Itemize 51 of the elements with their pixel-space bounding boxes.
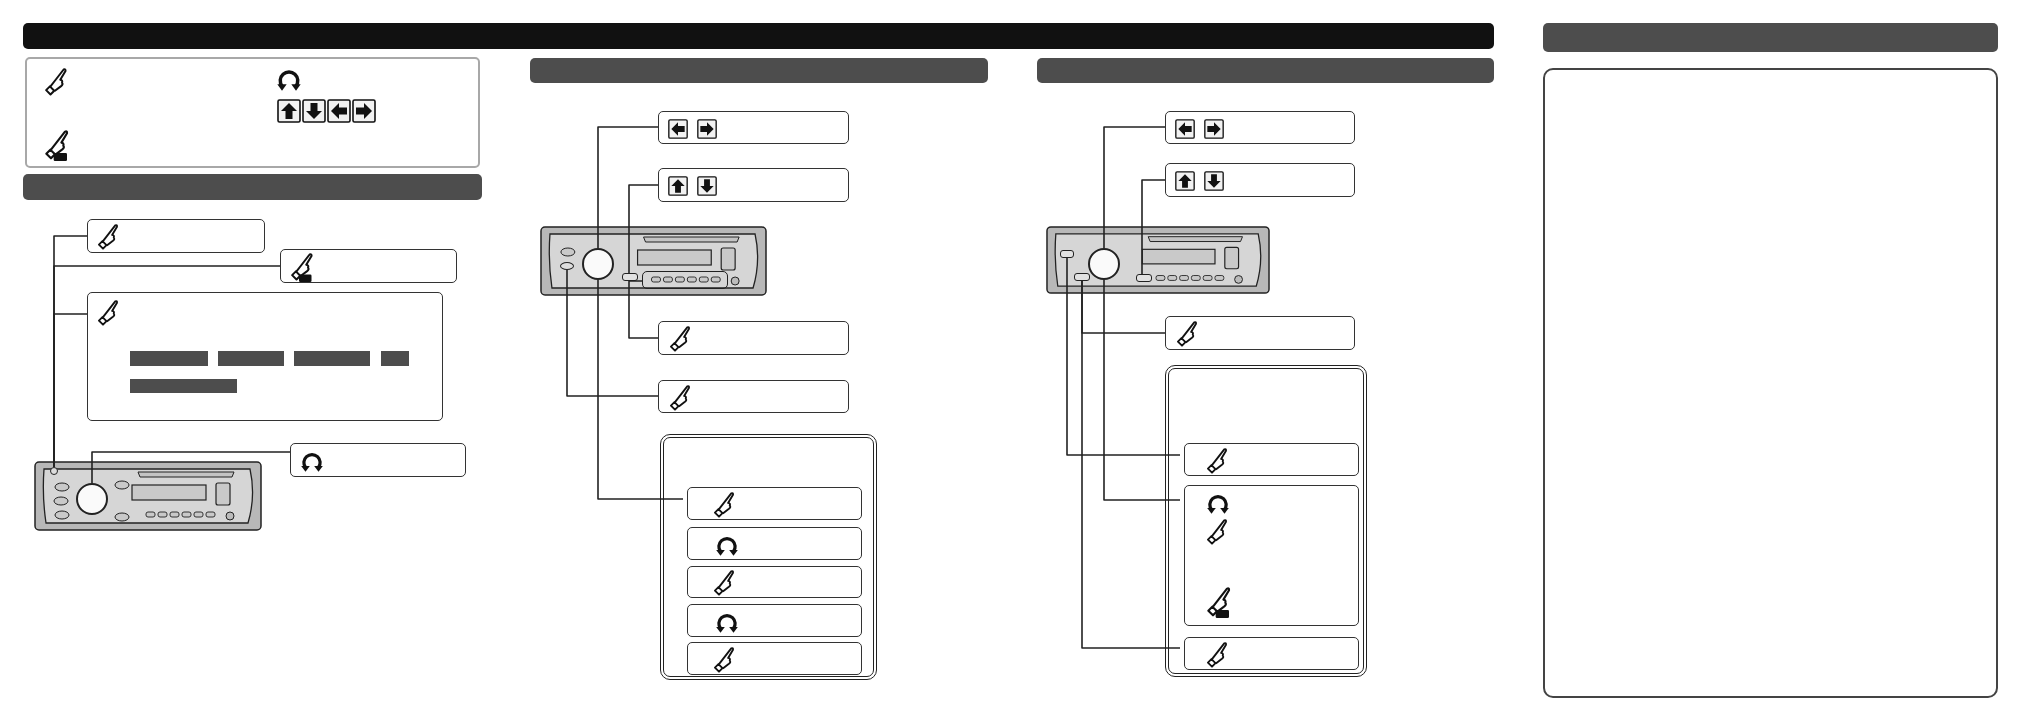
highlight-bar [218, 351, 284, 366]
callout-box [658, 111, 849, 144]
callout-box [687, 487, 862, 520]
section-header-bar [1543, 23, 1998, 52]
button [560, 262, 574, 270]
callout-box [687, 566, 862, 598]
callout-box [280, 249, 457, 283]
callout-box [1165, 316, 1355, 350]
group-panel [1165, 365, 1367, 677]
button [622, 273, 638, 281]
leader-line [91, 451, 291, 484]
leader-line [597, 279, 684, 500]
leader-line [1081, 280, 1181, 649]
callout-box [87, 219, 265, 253]
section-header-bar [23, 174, 482, 200]
title-bar [23, 23, 1494, 49]
callout-box [87, 292, 443, 421]
leader-line [597, 126, 659, 249]
highlight-bar [130, 351, 208, 366]
leader-line [1103, 279, 1181, 501]
callout-box [1184, 443, 1359, 476]
highlight-bar [294, 351, 370, 366]
leader-line [1141, 179, 1166, 275]
preset-button-strip [642, 271, 728, 289]
callout-box [687, 604, 862, 637]
callout-box [658, 380, 849, 413]
callout-box [1165, 111, 1355, 144]
callout-box [1184, 637, 1359, 670]
callout-box [687, 527, 862, 560]
button [50, 467, 58, 475]
section-header-bar [1037, 58, 1494, 83]
leader-line [1103, 126, 1166, 249]
section-header-bar [530, 58, 988, 83]
button [1074, 273, 1090, 281]
callout-box [658, 321, 849, 355]
callout-box [658, 168, 849, 202]
content-panel [1543, 68, 1998, 698]
button [1136, 274, 1152, 282]
callout-box [1165, 163, 1355, 197]
highlight-bar [130, 379, 237, 393]
leader-line [1066, 257, 1181, 456]
leader-line [628, 280, 659, 339]
highlight-bar [381, 351, 409, 366]
leader-line [628, 184, 659, 274]
legend-panel [25, 57, 480, 168]
leader-line [566, 269, 659, 397]
button [1060, 250, 1074, 258]
callout-box [1184, 485, 1359, 626]
group-panel [660, 434, 877, 680]
callout-box [290, 443, 466, 477]
callout-box [687, 642, 862, 675]
